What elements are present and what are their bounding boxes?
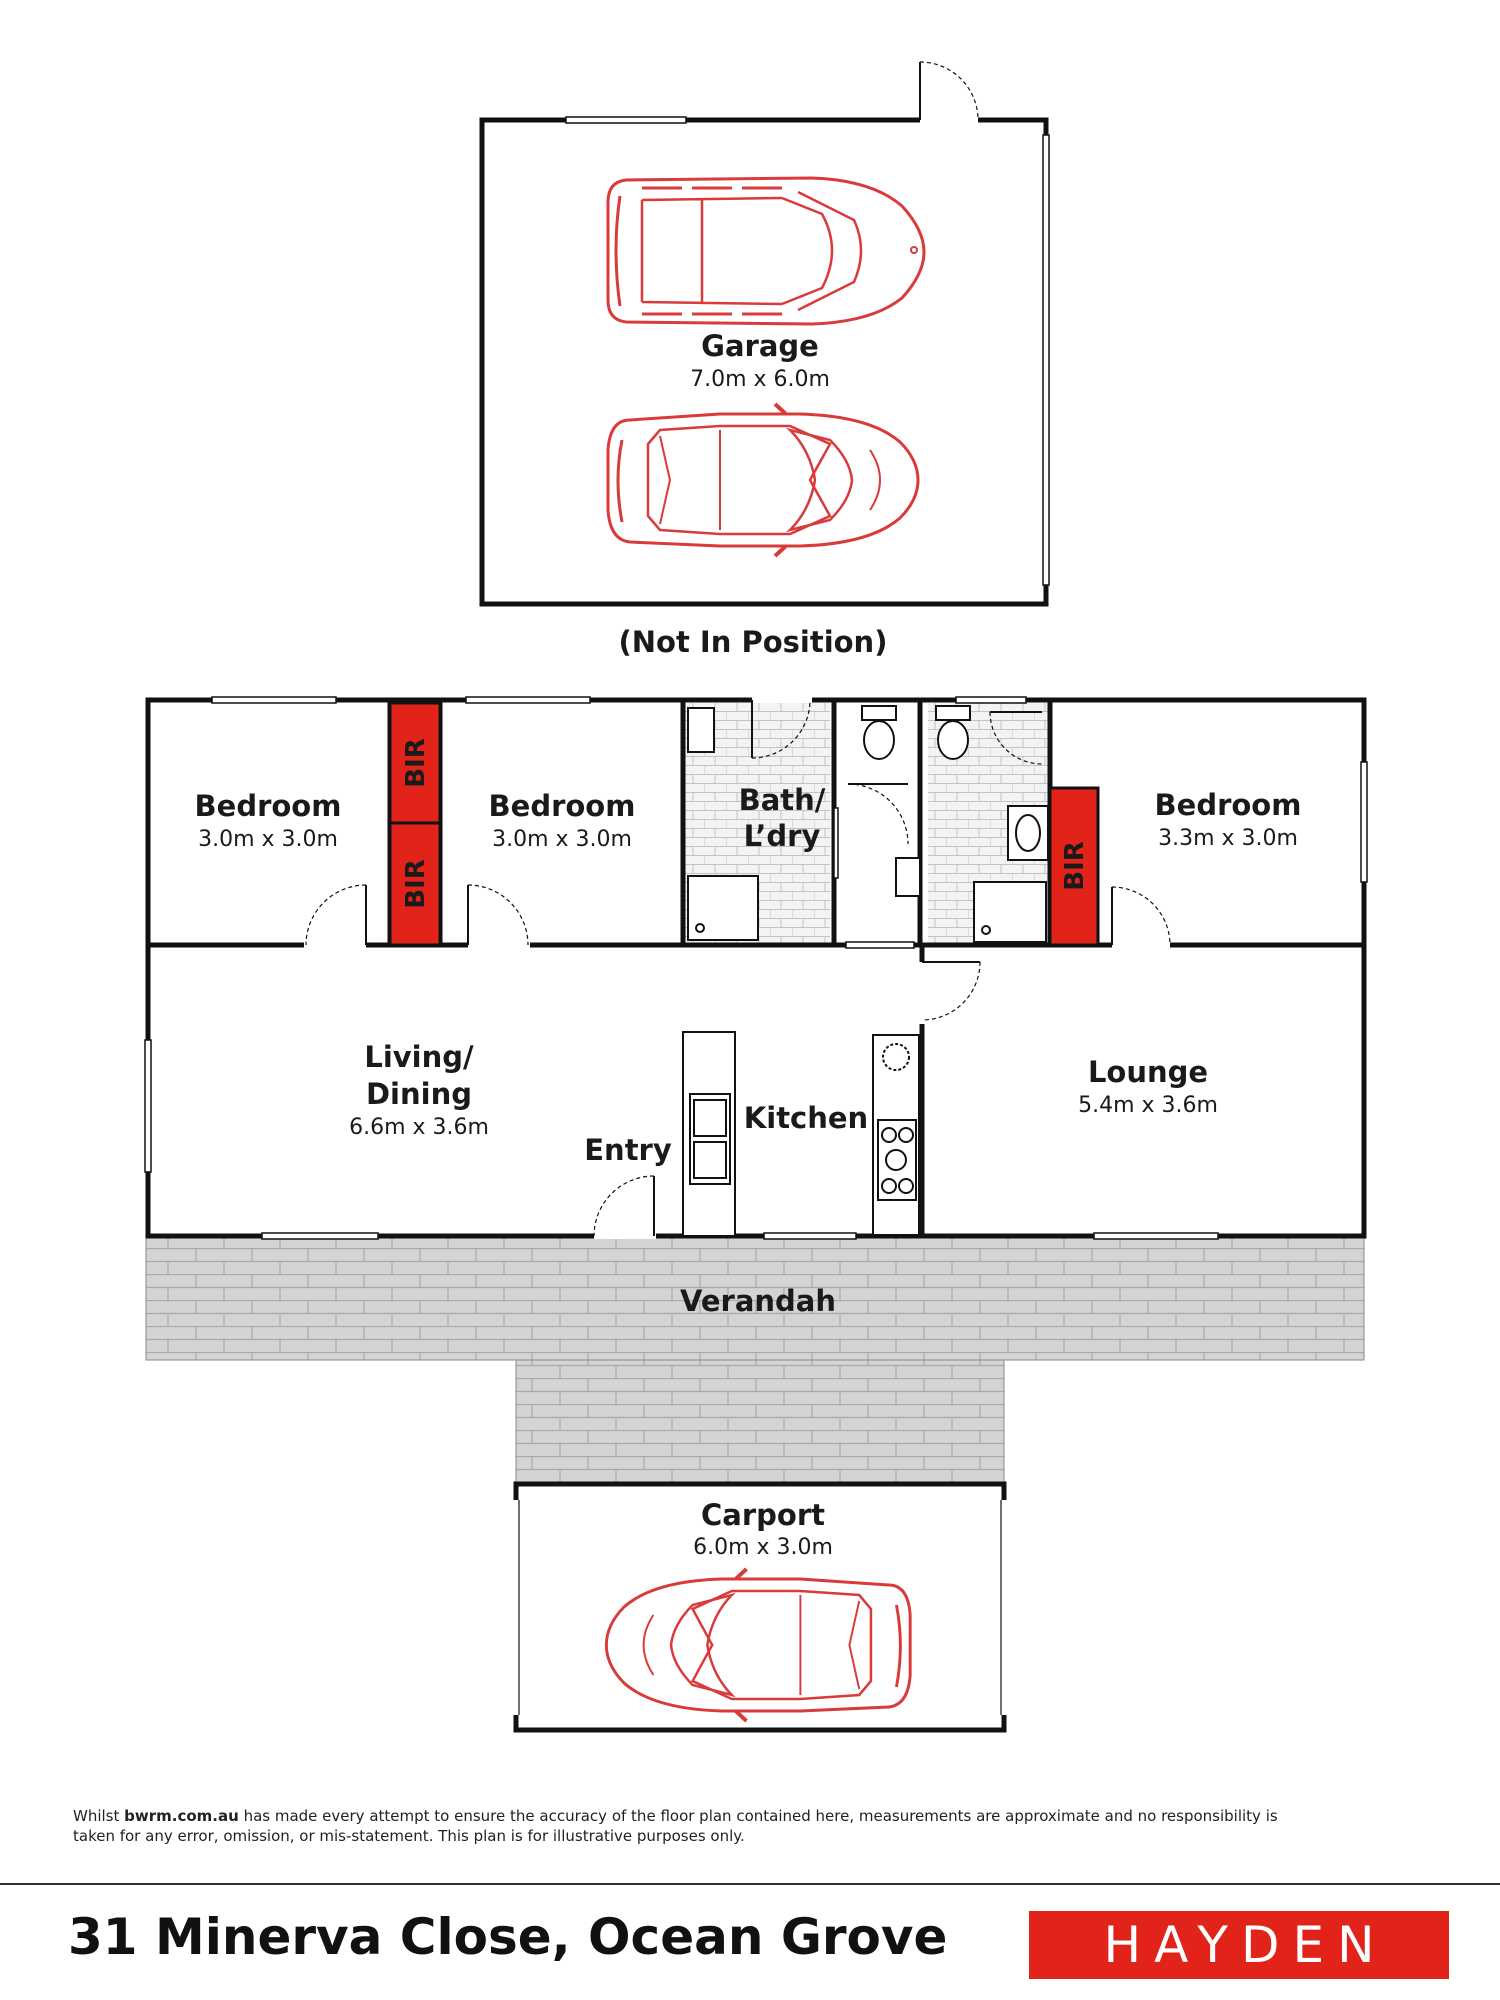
lounge-dims: 5.4m x 3.6m — [1078, 1093, 1218, 1118]
bedroom2-name: Bedroom — [489, 789, 636, 823]
bir-label: BIR — [401, 738, 431, 788]
bedroom3-dims: 3.3m x 3.0m — [1158, 826, 1298, 851]
floor-plan: Garage 7.0m x 6.0m (Not In Position) Bed… — [144, 61, 1368, 1733]
entry-name: Entry — [584, 1133, 672, 1167]
carport-name: Carport — [701, 1498, 825, 1532]
garage-note: (Not In Position) — [619, 625, 888, 659]
shower-icon — [687, 875, 759, 941]
brand-logo: HAYDEN — [1029, 1911, 1449, 1979]
disclaimer-prefix: Whilst — [73, 1807, 125, 1825]
toilet-icon — [935, 705, 971, 760]
bir-closets — [388, 701, 1100, 947]
carport-dims: 6.0m x 3.0m — [693, 1535, 833, 1560]
door-swing-icon — [919, 61, 979, 123]
disclaimer-site: bwrm.com.au — [124, 1807, 239, 1825]
living-name-line2: Dining — [366, 1077, 472, 1111]
living-name-line1: Living/ — [364, 1040, 474, 1074]
path-paving — [515, 1359, 1005, 1485]
toilet-icon — [861, 705, 897, 760]
garage-dims: 7.0m x 6.0m — [690, 367, 830, 392]
bedroom1-dims: 3.0m x 3.0m — [198, 827, 338, 852]
garage-room — [479, 61, 1050, 607]
living-dims: 6.6m x 3.6m — [349, 1115, 489, 1140]
door-swing-icon — [304, 697, 1171, 1239]
brand-name: HAYDEN — [1103, 1916, 1388, 1974]
footer-divider — [0, 1883, 1500, 1885]
sink-icon — [895, 857, 921, 897]
windows — [144, 696, 1368, 1240]
kitchen-fixtures — [682, 1031, 920, 1237]
bedroom1-name: Bedroom — [195, 789, 342, 823]
car-icon — [606, 176, 926, 326]
car-icon — [604, 1567, 913, 1723]
kitchen-name: Kitchen — [744, 1101, 868, 1135]
carport-room — [513, 1481, 1007, 1733]
property-address: 31 Minerva Close, Ocean Grove — [68, 1908, 948, 1966]
verandah-name: Verandah — [680, 1284, 836, 1318]
cooktop-icon — [877, 1119, 917, 1201]
bedroom3-name: Bedroom — [1155, 788, 1302, 822]
bath-name-line2: L’dry — [744, 819, 821, 853]
lounge-name: Lounge — [1088, 1055, 1208, 1089]
disclaimer: Whilst bwrm.com.au has made every attemp… — [73, 1806, 1323, 1846]
sink-icon — [687, 707, 715, 753]
bir-label: BIR — [401, 859, 431, 909]
bir-label: BIR — [1060, 841, 1090, 891]
car-icon — [606, 402, 920, 558]
garage-name: Garage — [701, 329, 819, 363]
bedroom2-dims: 3.0m x 3.0m — [492, 827, 632, 852]
bath-name-line1: Bath/ — [739, 783, 826, 817]
disclaimer-text: has made every attempt to ensure the acc… — [73, 1807, 1278, 1845]
shower-icon — [973, 881, 1047, 943]
